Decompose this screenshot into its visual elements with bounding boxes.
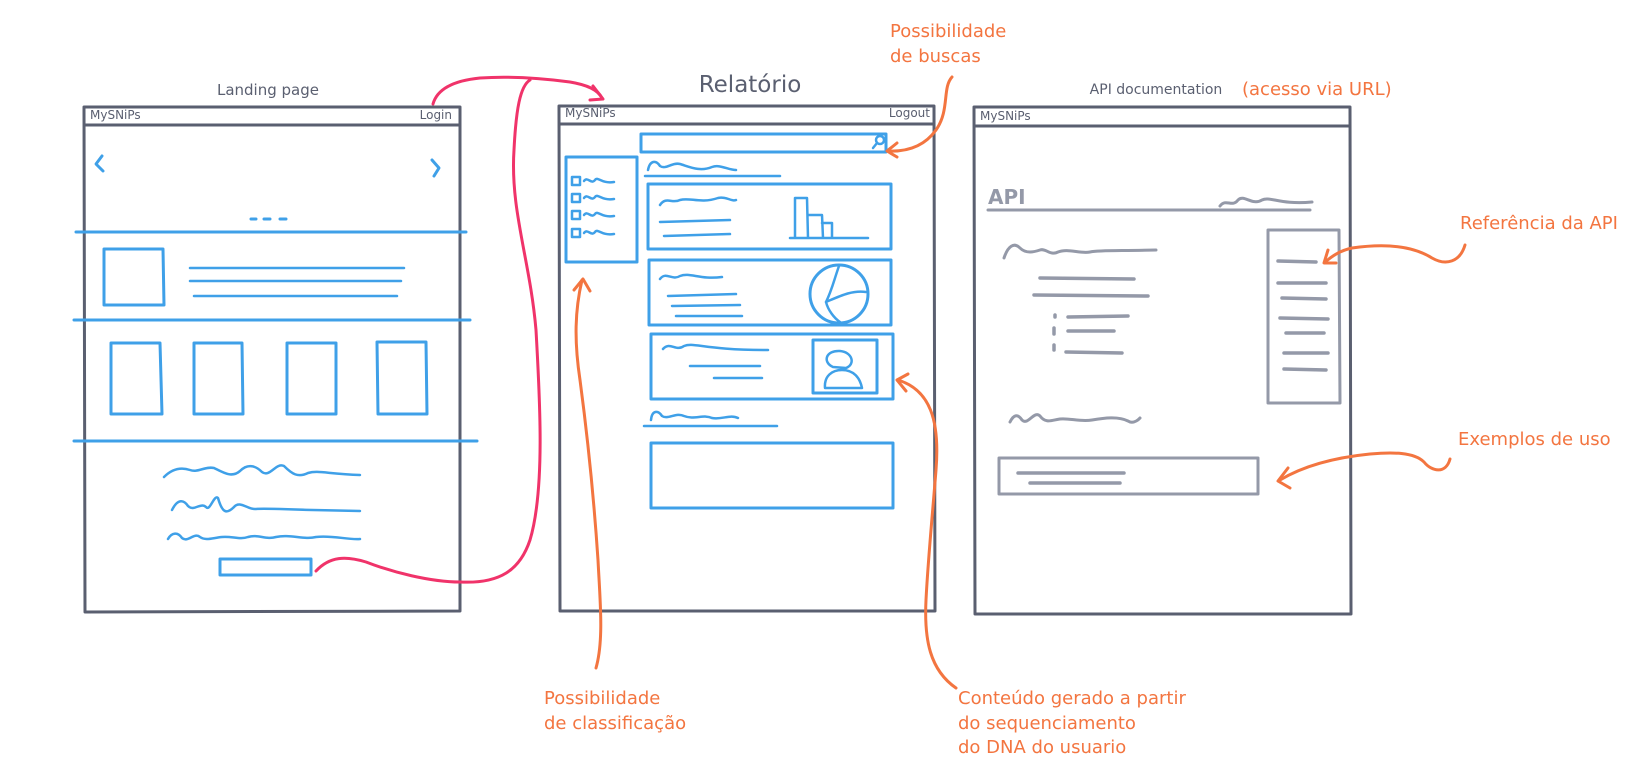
api-brand: MySNiPs: [980, 109, 1031, 123]
url-access-annotation: (acesso via URL): [1242, 79, 1392, 100]
filter-checkbox-3[interactable]: [570, 209, 582, 221]
dna-content-annotation-line-2: do sequenciamento: [958, 713, 1136, 734]
landing-login-link[interactable]: Login: [420, 108, 452, 122]
feature-text-lines: [188, 266, 406, 298]
report-wireframe: Relatório MySNiPs Logout: [557, 72, 937, 613]
classification-annotation-arrow: [574, 278, 603, 670]
report-card-dna-text: [661, 343, 770, 380]
classification-annotation-line-2: de classificação: [544, 713, 686, 734]
dna-content-annotation-arrowhead: [895, 372, 910, 393]
login-to-report-arrowhead: [588, 84, 605, 102]
api-doc-text: [1032, 276, 1150, 355]
report-search-input[interactable]: [639, 132, 888, 154]
user-avatar-frame: [811, 338, 879, 395]
report-title: Relatório: [699, 72, 802, 98]
report-card-pie-text: [658, 273, 744, 318]
filter-checkbox-4[interactable]: [570, 227, 582, 239]
pie-chart-icon: [808, 263, 870, 325]
report-brand: MySNiPs: [565, 106, 616, 120]
filter-labels: [582, 177, 616, 236]
carousel-next-icon: [430, 158, 441, 178]
card-1: [109, 341, 164, 416]
report-logout-link[interactable]: Logout: [889, 106, 930, 120]
api-usage-example-lines: [1016, 471, 1126, 485]
search-icon[interactable]: [874, 134, 886, 146]
usage-examples-arrow: [1278, 451, 1452, 482]
api-reference-panel: [1266, 228, 1342, 405]
cta-to-report-arrow: [314, 78, 542, 584]
landing-brand: MySNiPs: [90, 108, 141, 122]
cta-scribble-3: [166, 532, 362, 541]
report-card-chart-text: [658, 196, 738, 238]
feature-image-box: [102, 247, 166, 307]
report-section-heading-1: [646, 160, 738, 172]
navigation-flow-arrows: [314, 75, 605, 584]
report-card-chart: [646, 182, 893, 251]
api-usage-example-box: [997, 456, 1260, 496]
api-doc-wireframe: API documentation MySNiPs API: [972, 82, 1353, 616]
report-frame: [557, 104, 937, 613]
cta-scribble-2: [170, 496, 362, 513]
cta-button[interactable]: [218, 557, 313, 577]
api-reference-items: [1276, 259, 1330, 372]
dna-content-annotation-line-3: do DNA do usuario: [958, 737, 1126, 758]
report-card-empty: [649, 441, 895, 510]
api-doc-frame: [972, 105, 1353, 616]
search-annotation-line-2: de buscas: [890, 46, 981, 67]
api-heading: API: [988, 185, 1026, 209]
card-2: [192, 341, 245, 416]
usage-examples-arrowhead: [1276, 466, 1292, 490]
report-card-pie: [647, 258, 893, 327]
bar-chart-icon: [788, 196, 870, 240]
api-reference-arrow: [1323, 243, 1467, 264]
filter-checkbox-2[interactable]: [570, 192, 582, 204]
cta-scribble-1: [162, 464, 362, 479]
api-reference-annotation: Referência da API: [1460, 213, 1618, 234]
api-nav-scribble: [1218, 196, 1314, 208]
api-reference-arrowhead: [1322, 248, 1338, 265]
api-doc-bullets: [1052, 313, 1057, 352]
login-to-report-arrow: [431, 75, 604, 106]
filter-checkbox-1[interactable]: [570, 175, 582, 187]
card-4: [375, 340, 429, 416]
card-3: [285, 341, 338, 416]
search-icon-handle: [871, 141, 879, 150]
pie-chart-slices: [824, 264, 868, 324]
api-doc-title: API documentation: [1090, 82, 1223, 98]
classification-filter-panel: [564, 155, 639, 264]
report-card-dna: [649, 332, 895, 401]
usage-examples-annotation: Exemplos de uso: [1458, 429, 1611, 450]
api-doc-heading-scribble: [1002, 243, 1158, 260]
classification-annotation-line-1: Possibilidade: [544, 688, 660, 709]
carousel-prev-icon: [94, 154, 105, 173]
classification-annotation-arrowhead: [572, 277, 592, 293]
landing-page-title: Landing page: [217, 81, 319, 99]
annotations: Possibilidade de buscas (acesso via URL)…: [544, 21, 1618, 758]
landing-page-frame: [82, 105, 462, 614]
dna-content-annotation-line-1: Conteúdo gerado a partir: [958, 688, 1186, 709]
search-annotation-arrow: [886, 75, 954, 153]
landing-page-wireframe: Landing page MySNiPs Login: [72, 81, 479, 614]
dna-content-annotation-arrow: [896, 378, 958, 690]
search-annotation-line-1: Possibilidade: [890, 21, 1006, 42]
api-doc-subheading-scribble: [1008, 413, 1142, 424]
report-section-heading-2: [649, 410, 740, 422]
user-avatar-icon: [823, 349, 864, 390]
search-annotation-arrowhead: [885, 141, 899, 159]
